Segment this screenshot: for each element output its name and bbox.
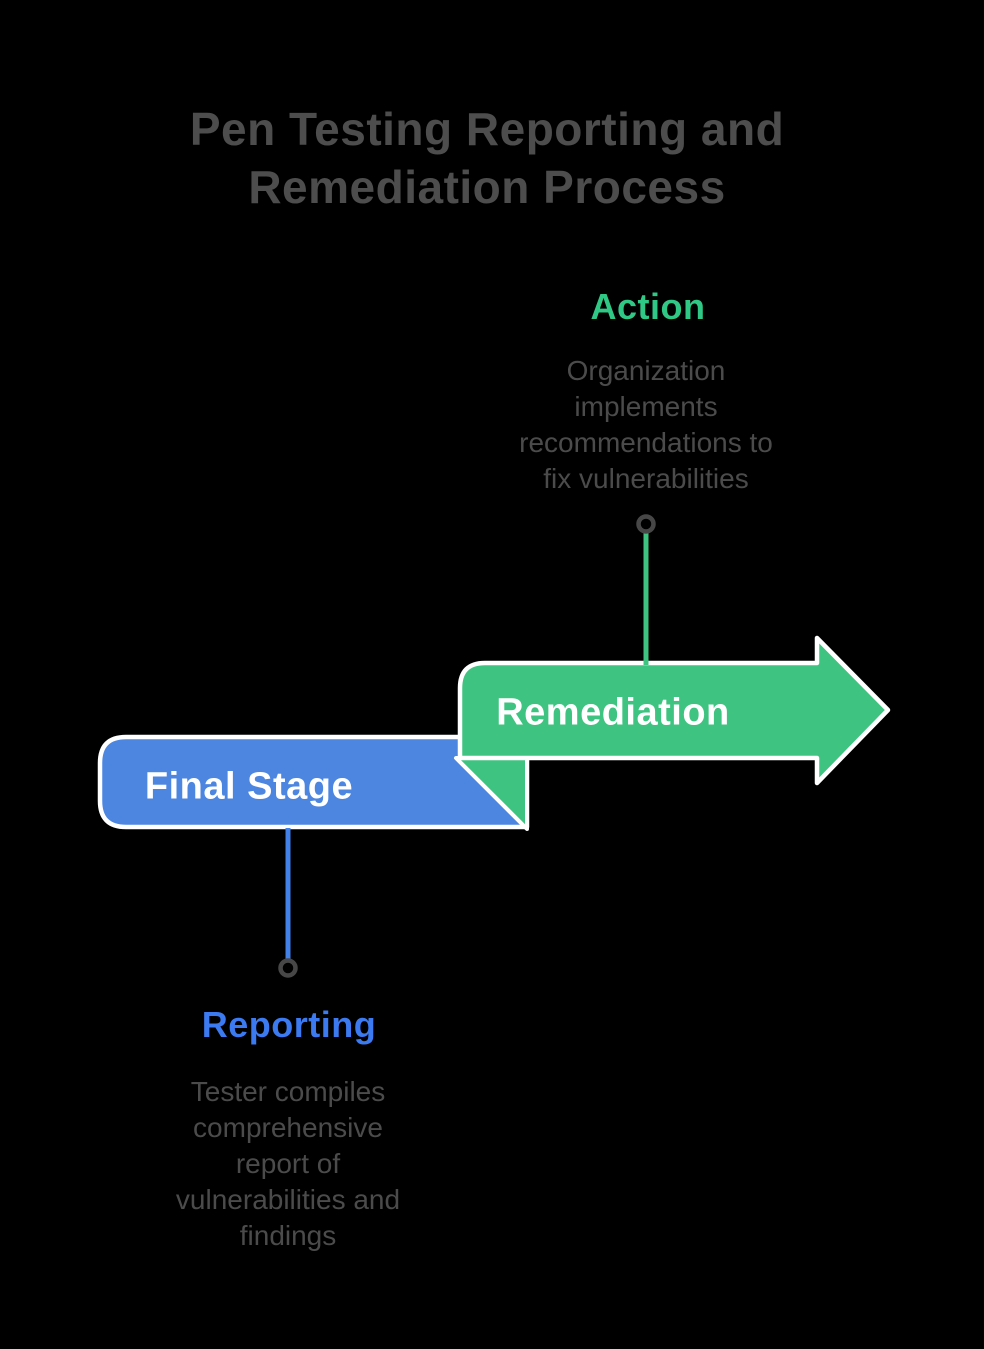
action-callout-description: Organization implements recommendations … — [519, 353, 773, 497]
action-connector-endpoint — [636, 514, 656, 534]
reporting-desc-line-4: vulnerabilities and — [175, 1184, 401, 1215]
final-stage-banner-shape — [97, 734, 530, 830]
remediation-arrow-label: Remediation — [496, 691, 730, 734]
action-desc-line-2: implements — [574, 391, 718, 422]
reporting-connector-endpoint — [278, 958, 298, 978]
page-title: Pen Testing Reporting and Remediation Pr… — [190, 100, 784, 216]
action-callout-title: Action — [590, 286, 706, 327]
final-stage-banner-label: Final Stage — [144, 765, 354, 808]
action-desc-line-3: recommendations to — [519, 427, 773, 458]
reporting-callout-title: Reporting — [201, 1004, 377, 1045]
action-desc-line-1: Organization — [566, 355, 726, 386]
reporting-desc-line-3: report of — [235, 1148, 341, 1179]
page-title-line-1: Pen Testing Reporting and — [189, 103, 785, 155]
action-desc-line-4: fix vulnerabilities — [543, 463, 749, 494]
reporting-callout-description: Tester compiles comprehensive report of … — [176, 1074, 400, 1254]
reporting-desc-line-2: comprehensive — [193, 1112, 383, 1143]
page-title-line-2: Remediation Process — [248, 161, 726, 213]
reporting-desc-line-5: findings — [239, 1220, 337, 1251]
remediation-arrow-shape — [457, 635, 891, 786]
reporting-desc-line-1: Tester compiles — [190, 1076, 386, 1107]
